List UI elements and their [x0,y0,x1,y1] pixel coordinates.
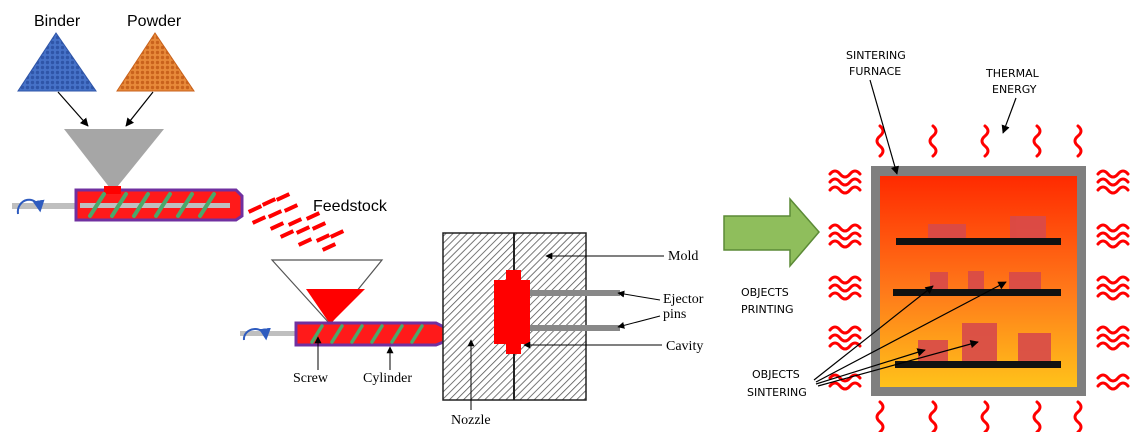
barrel-inlet [104,186,121,194]
objects-printing-label-line2: PRINTING [741,303,793,316]
objects-sintering-label-line1: OBJECTS [752,368,800,381]
heat-waves-left [828,169,862,391]
mixing-screw-flights [88,192,216,218]
thermal-energy-label-line2: ENERGY [992,83,1037,96]
furnace-arrow [869,79,899,175]
thermal-arrow [1001,97,1017,134]
heat-waves-right [1096,169,1130,391]
injection-screw-flights [310,324,424,344]
objects-printing-label-line1: OBJECTS [741,286,789,299]
hopper-feedstock [306,289,365,324]
ejector-pin [530,325,620,331]
furnace-shelf [896,238,1061,245]
cavity-label: Cavity [666,339,703,354]
ejector-arrow [617,315,661,329]
heat-waves-bottom [875,400,1083,432]
rotation-arrow-icon [16,198,45,215]
ejector-label-line2: pins [663,307,686,322]
feedstock-label: Feedstock [313,198,388,215]
rotation-arrow-icon [242,327,271,341]
powder-arrow [125,91,154,127]
ejector-pin [530,290,620,296]
powder-pile [116,32,195,92]
furnace-objects [918,216,1051,361]
furnace-shelf [893,289,1061,296]
nozzle-label: Nozzle [451,413,491,428]
cylinder-label: Cylinder [363,371,412,386]
sintering-furnace-label-line1: SINTERING [846,49,906,62]
sintering-furnace-label-line2: FURNACE [849,65,901,78]
objects-sintering-label-line2: SINTERING [747,386,807,399]
barrel-shaft [80,203,230,208]
binder-label: Binder [34,13,81,30]
furnace-shelf [895,361,1061,368]
binder-pile [17,32,97,92]
powder-label: Powder [127,13,182,30]
mold-label: Mold [668,249,698,264]
ejector-label-line1: Ejector [663,292,704,307]
binder-arrow [57,91,89,127]
screw-label: Screw [293,371,329,386]
mixing-stage: Binder Powder [12,13,244,222]
feedstock-pellets [247,192,345,252]
heat-waves-top [875,124,1083,158]
ejector-arrow [617,290,661,301]
thermal-energy-label-line1: THERMAL [985,67,1040,80]
injection-molding-stage: Mold Ejector pins Cavity Screw Cylinder … [240,232,704,428]
mold-cavity [494,270,530,354]
mixing-hopper [64,129,164,192]
sintering-stage: SINTERING FURNACE THERMAL ENERGY OBJECTS… [741,49,1130,432]
process-arrow [723,197,820,269]
objects-sintering-arrows [813,281,1007,387]
